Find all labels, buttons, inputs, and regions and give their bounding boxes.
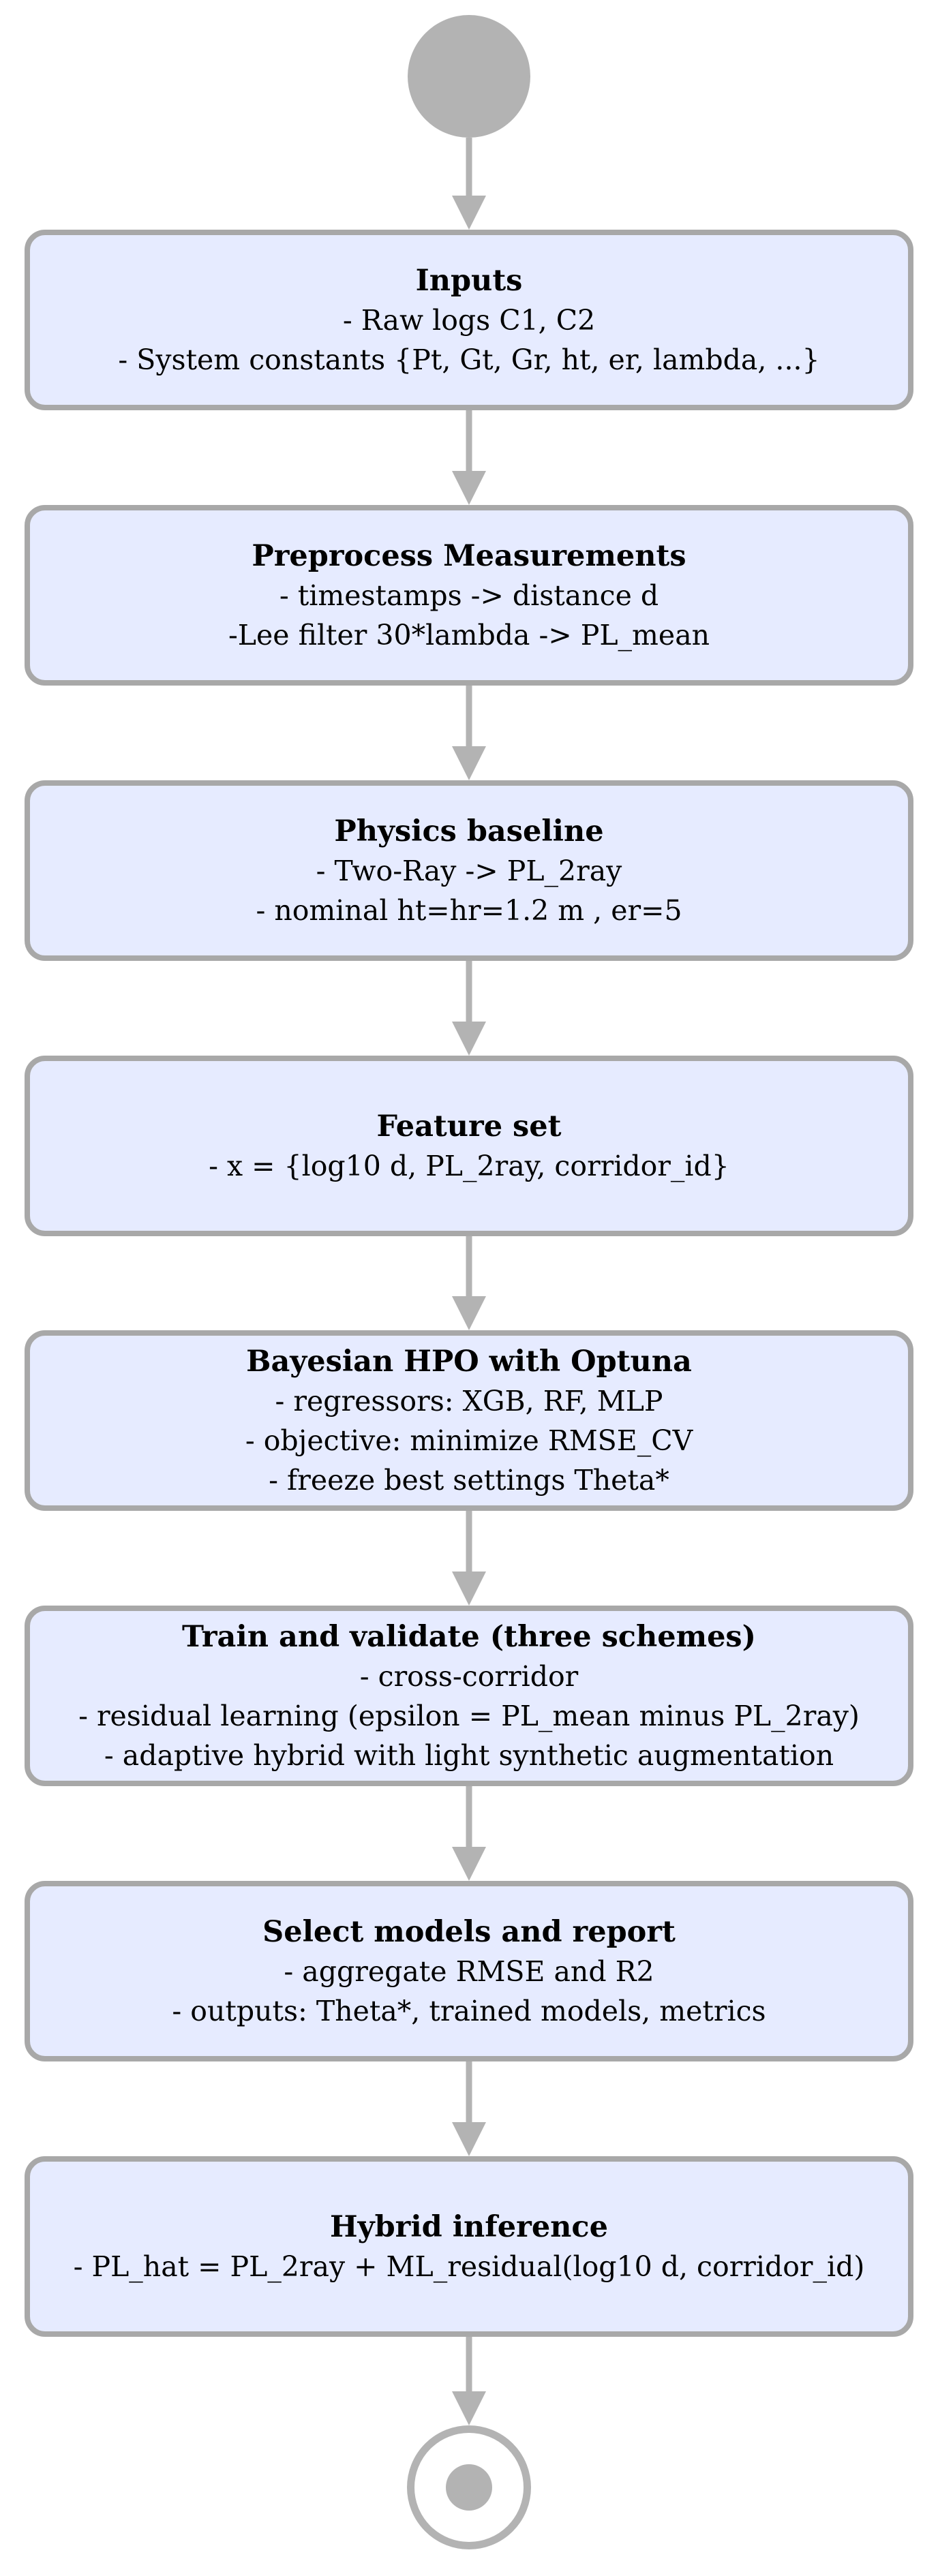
- step-select-models-and-report: Select models and report - aggregate RMS…: [25, 1881, 913, 2061]
- step-line: - Two-Ray -> PL_2ray: [316, 854, 622, 887]
- arrowhead-icon: [452, 1847, 486, 1881]
- step-title: Bayesian HPO with Optuna: [246, 1344, 692, 1379]
- step-preprocess-measurements: Preprocess Measurements - timestamps -> …: [25, 505, 913, 686]
- step-line: -Lee filter 30*lambda -> PL_mean: [228, 618, 710, 651]
- step-train-and-validate: Train and validate (three schemes) - cro…: [25, 1606, 913, 1786]
- step-bayesian-hpo: Bayesian HPO with Optuna - regressors: X…: [25, 1330, 913, 1511]
- step-title: Train and validate (three schemes): [182, 1619, 756, 1654]
- step-line: - objective: minimize RMSE_CV: [245, 1424, 693, 1457]
- step-line: - aggregate RMSE and R2: [284, 1954, 654, 1988]
- step-line: - Raw logs C1, C2: [342, 303, 596, 337]
- step-title: Hybrid inference: [330, 2209, 608, 2244]
- arrowhead-icon: [452, 471, 486, 505]
- step-line: - residual learning (epsilon = PL_mean m…: [78, 1699, 860, 1732]
- step-title: Select models and report: [262, 1914, 676, 1949]
- step-line: - cross-corridor: [359, 1659, 579, 1693]
- step-inputs: Inputs - Raw logs C1, C2 - System consta…: [25, 230, 913, 410]
- arrowhead-icon: [452, 1571, 486, 1606]
- step-line: - adaptive hybrid with light synthetic a…: [104, 1738, 834, 1772]
- step-line: - x = {log10 d, PL_2ray, corridor_id}: [209, 1149, 729, 1182]
- step-title: Preprocess Measurements: [252, 538, 686, 573]
- arrowhead-icon: [452, 196, 486, 230]
- step-line: - PL_hat = PL_2ray + ML_residual(log10 d…: [73, 2250, 865, 2283]
- step-title: Inputs: [415, 263, 523, 298]
- start-node: [408, 15, 530, 138]
- step-line: - timestamps -> distance d: [279, 579, 659, 612]
- arrowhead-icon: [452, 1296, 486, 1330]
- end-node-dot: [446, 2464, 492, 2511]
- arrowhead-icon: [452, 2391, 486, 2425]
- arrowhead-icon: [452, 2122, 486, 2156]
- step-hybrid-inference: Hybrid inference - PL_hat = PL_2ray + ML…: [25, 2156, 913, 2337]
- step-title: Feature set: [376, 1109, 562, 1144]
- end-node: [407, 2425, 531, 2549]
- arrowhead-icon: [452, 746, 486, 780]
- step-physics-baseline: Physics baseline - Two-Ray -> PL_2ray - …: [25, 780, 913, 961]
- step-title: Physics baseline: [334, 814, 604, 848]
- step-line: - nominal ht=hr=1.2 m , er=5: [256, 893, 682, 927]
- step-line: - System constants {Pt, Gt, Gr, ht, er, …: [118, 343, 820, 376]
- step-line: - regressors: XGB, RF, MLP: [275, 1384, 663, 1417]
- step-feature-set: Feature set - x = {log10 d, PL_2ray, cor…: [25, 1056, 913, 1236]
- arrowhead-icon: [452, 1022, 486, 1056]
- step-line: - outputs: Theta*, trained models, metri…: [172, 1994, 766, 2027]
- step-line: - freeze best settings Theta*: [269, 1463, 669, 1497]
